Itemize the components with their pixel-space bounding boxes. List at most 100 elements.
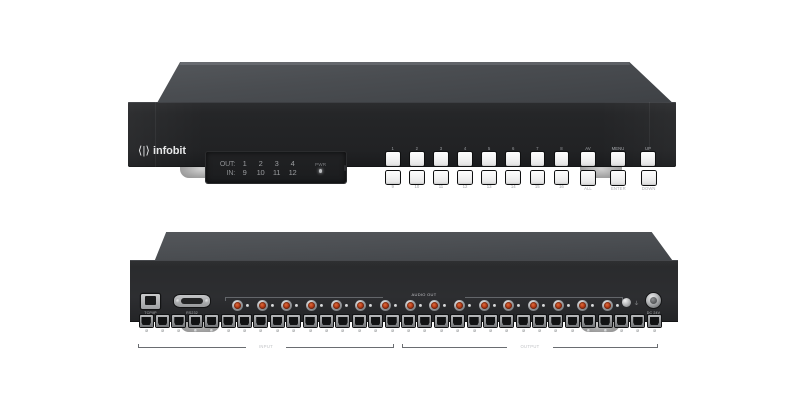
hdmi-input-port-cell[interactable] bbox=[236, 315, 252, 332]
hdmi-input-port-cell[interactable] bbox=[351, 315, 367, 332]
rca-jack-icon[interactable] bbox=[231, 300, 243, 311]
hdmi-port-icon[interactable] bbox=[303, 315, 317, 327]
audio-output-jack-cell[interactable] bbox=[277, 300, 302, 311]
rca-jack-icon[interactable] bbox=[503, 300, 515, 311]
channel-button-5[interactable] bbox=[482, 152, 496, 166]
hdmi-input-port-cell[interactable] bbox=[335, 315, 351, 332]
hdmi-port-icon[interactable] bbox=[287, 315, 301, 327]
hdmi-port-icon[interactable] bbox=[139, 315, 153, 327]
channel-button-13[interactable] bbox=[482, 170, 496, 184]
down-button[interactable] bbox=[641, 171, 656, 185]
enter-button[interactable] bbox=[611, 171, 626, 185]
channel-button-2[interactable] bbox=[410, 152, 424, 166]
channel-button-cell[interactable]: 9 bbox=[386, 170, 400, 191]
rca-jack-icon[interactable] bbox=[404, 300, 416, 311]
channel-button-14[interactable] bbox=[506, 170, 520, 184]
channel-button-cell[interactable]: 6 bbox=[506, 146, 520, 166]
hdmi-input-port-cell[interactable] bbox=[253, 315, 269, 332]
rca-jack-icon[interactable] bbox=[429, 300, 441, 311]
function-button-cell[interactable]: UP bbox=[641, 146, 655, 166]
audio-output-jack-cell[interactable] bbox=[253, 300, 278, 311]
hdmi-port-icon[interactable] bbox=[631, 315, 645, 327]
channel-button-cell[interactable]: 14 bbox=[506, 170, 520, 191]
channel-button-8[interactable] bbox=[554, 152, 569, 166]
hdmi-input-port-cell[interactable] bbox=[204, 315, 220, 332]
channel-button-cell[interactable]: 16 bbox=[554, 170, 569, 191]
audio-output-jack-cell[interactable] bbox=[401, 300, 426, 311]
rca-jack-icon[interactable] bbox=[478, 300, 490, 311]
hdmi-port-icon[interactable] bbox=[205, 315, 219, 327]
channel-button-16[interactable] bbox=[554, 170, 569, 184]
rca-jack-icon[interactable] bbox=[305, 300, 317, 311]
rca-jack-icon[interactable] bbox=[528, 300, 540, 311]
hdmi-port-icon[interactable] bbox=[500, 315, 514, 327]
audio-output-jack-cell[interactable] bbox=[302, 300, 327, 311]
hdmi-port-icon[interactable] bbox=[418, 315, 432, 327]
hdmi-output-port-cell[interactable] bbox=[417, 315, 433, 332]
hdmi-input-port-cell[interactable] bbox=[269, 315, 285, 332]
channel-button-11[interactable] bbox=[434, 170, 448, 184]
hdmi-input-port-cell[interactable] bbox=[318, 315, 334, 332]
rca-jack-icon[interactable] bbox=[552, 300, 564, 311]
hdmi-port-icon[interactable] bbox=[533, 315, 547, 327]
channel-button-cell[interactable]: 7 bbox=[530, 146, 545, 166]
audio-output-jack-cell[interactable] bbox=[475, 300, 500, 311]
hdmi-port-icon[interactable] bbox=[385, 315, 399, 327]
hdmi-port-icon[interactable] bbox=[270, 315, 284, 327]
hdmi-port-icon[interactable] bbox=[369, 315, 383, 327]
rca-jack-icon[interactable] bbox=[256, 300, 268, 311]
channel-button-cell[interactable]: 3 bbox=[434, 146, 448, 166]
audio-output-jack-cell[interactable] bbox=[327, 300, 352, 311]
channel-button-cell[interactable]: 5 bbox=[482, 146, 496, 166]
db9-serial-icon[interactable] bbox=[174, 295, 210, 307]
channel-button-4[interactable] bbox=[458, 152, 472, 166]
audio-output-jack-cell[interactable] bbox=[228, 300, 253, 311]
rca-jack-icon[interactable] bbox=[454, 300, 466, 311]
hdmi-input-port-cell[interactable] bbox=[154, 315, 170, 332]
channel-button-12[interactable] bbox=[458, 170, 472, 184]
hdmi-port-icon[interactable] bbox=[483, 315, 497, 327]
hdmi-output-port-cell[interactable] bbox=[400, 315, 416, 332]
rca-jack-icon[interactable] bbox=[577, 300, 589, 311]
audio-output-jack-cell[interactable] bbox=[524, 300, 549, 311]
channel-button-cell[interactable]: 2 bbox=[410, 146, 424, 166]
channel-button-cell[interactable]: 1 bbox=[386, 146, 400, 166]
hdmi-output-port-cell[interactable] bbox=[581, 315, 597, 332]
hdmi-input-port-cell[interactable] bbox=[286, 315, 302, 332]
audio-output-jack-cell[interactable] bbox=[549, 300, 574, 311]
channel-button-3[interactable] bbox=[434, 152, 448, 166]
hdmi-port-icon[interactable] bbox=[647, 315, 661, 327]
hdmi-port-icon[interactable] bbox=[516, 315, 530, 327]
channel-button-7[interactable] bbox=[530, 152, 545, 166]
hdmi-port-icon[interactable] bbox=[582, 315, 596, 327]
hdmi-port-icon[interactable] bbox=[188, 315, 202, 327]
all-button[interactable] bbox=[581, 171, 595, 185]
audio-output-jack-cell[interactable] bbox=[450, 300, 475, 311]
hdmi-port-icon[interactable] bbox=[615, 315, 629, 327]
hdmi-output-port-cell[interactable] bbox=[449, 315, 465, 332]
rca-jack-icon[interactable] bbox=[602, 300, 614, 311]
hdmi-input-port-cell[interactable] bbox=[302, 315, 318, 332]
hdmi-port-icon[interactable] bbox=[319, 315, 333, 327]
hdmi-output-port-cell[interactable] bbox=[466, 315, 482, 332]
rca-jack-icon[interactable] bbox=[379, 300, 391, 311]
hdmi-port-icon[interactable] bbox=[565, 315, 579, 327]
function-button-cell[interactable]: MENU bbox=[611, 146, 625, 166]
hdmi-port-icon[interactable] bbox=[238, 315, 252, 327]
hdmi-port-icon[interactable] bbox=[156, 315, 170, 327]
hdmi-input-port-cell[interactable] bbox=[138, 315, 154, 332]
channel-button-6[interactable] bbox=[506, 152, 520, 166]
hdmi-port-icon[interactable] bbox=[254, 315, 268, 327]
channel-button-cell[interactable]: 13 bbox=[482, 170, 496, 191]
hdmi-output-port-cell[interactable] bbox=[597, 315, 613, 332]
channel-button-cell[interactable]: 12 bbox=[458, 170, 472, 191]
hdmi-output-port-cell[interactable] bbox=[564, 315, 580, 332]
hdmi-input-port-cell[interactable] bbox=[171, 315, 187, 332]
channel-button-cell[interactable]: 15 bbox=[530, 170, 545, 191]
audio-output-jack-cell[interactable] bbox=[351, 300, 376, 311]
hdmi-port-icon[interactable] bbox=[451, 315, 465, 327]
audio-output-jack-cell[interactable] bbox=[574, 300, 599, 311]
hdmi-port-icon[interactable] bbox=[172, 315, 186, 327]
hdmi-output-port-cell[interactable] bbox=[548, 315, 564, 332]
hdmi-port-icon[interactable] bbox=[221, 315, 235, 327]
